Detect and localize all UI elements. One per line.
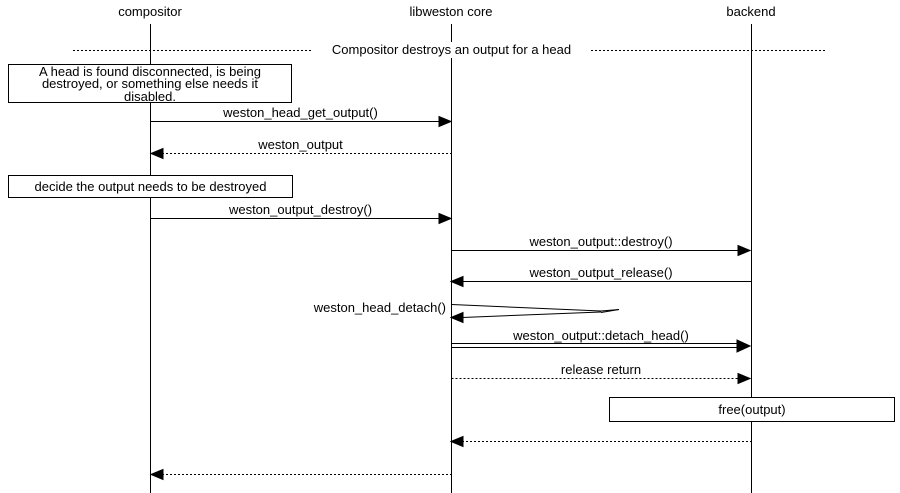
message-label-weston-output-destroy-vfunc: weston_output::destroy() (529, 234, 673, 249)
arrow-weston-output-detach-head (451, 339, 752, 353)
message-label-weston-output-release: weston_output_release() (529, 265, 673, 280)
actor-backend: backend (726, 4, 776, 19)
message-label-weston-output-detach-head: weston_output::detach_head() (513, 328, 689, 343)
arrow-weston-head-detach-self (449, 304, 620, 324)
note-free-output: free(output) (609, 397, 895, 422)
message-label-weston-head-detach: weston_head_detach() (313, 300, 446, 315)
arrow-weston-output-return (149, 147, 451, 160)
note-decide-destroy: decide the output needs to be destroyed (8, 175, 293, 198)
arrow-return-libweston-to-compositor (149, 468, 452, 481)
message-label-weston-output-destroy: weston_output_destroy() (228, 202, 373, 217)
arrow-weston-output-release (449, 275, 752, 288)
arrow-weston-output-destroy (150, 212, 453, 225)
arrow-weston-output-destroy-vfunc (451, 244, 752, 257)
arrow-release-return (451, 372, 752, 385)
message-label-release-return: release return (560, 362, 642, 377)
note-head-disconnected: A head is found disconnected, is being d… (8, 64, 292, 103)
actor-compositor: compositor (118, 4, 182, 19)
divider-caption: Compositor destroys an output for a head (313, 42, 590, 58)
note-line: destroyed, or something else needs it (41, 76, 259, 92)
arrow-return-backend-to-libweston (449, 435, 752, 448)
actor-libweston-core: libweston core (409, 4, 493, 19)
note-line: A head is found disconnected, is being (39, 64, 261, 79)
message-label-weston-head-get-output: weston_head_get_output() (223, 105, 378, 120)
note-line: disabled. (123, 88, 177, 104)
message-label-weston-output: weston_output (258, 137, 343, 152)
arrow-weston-head-get-output (150, 115, 453, 128)
